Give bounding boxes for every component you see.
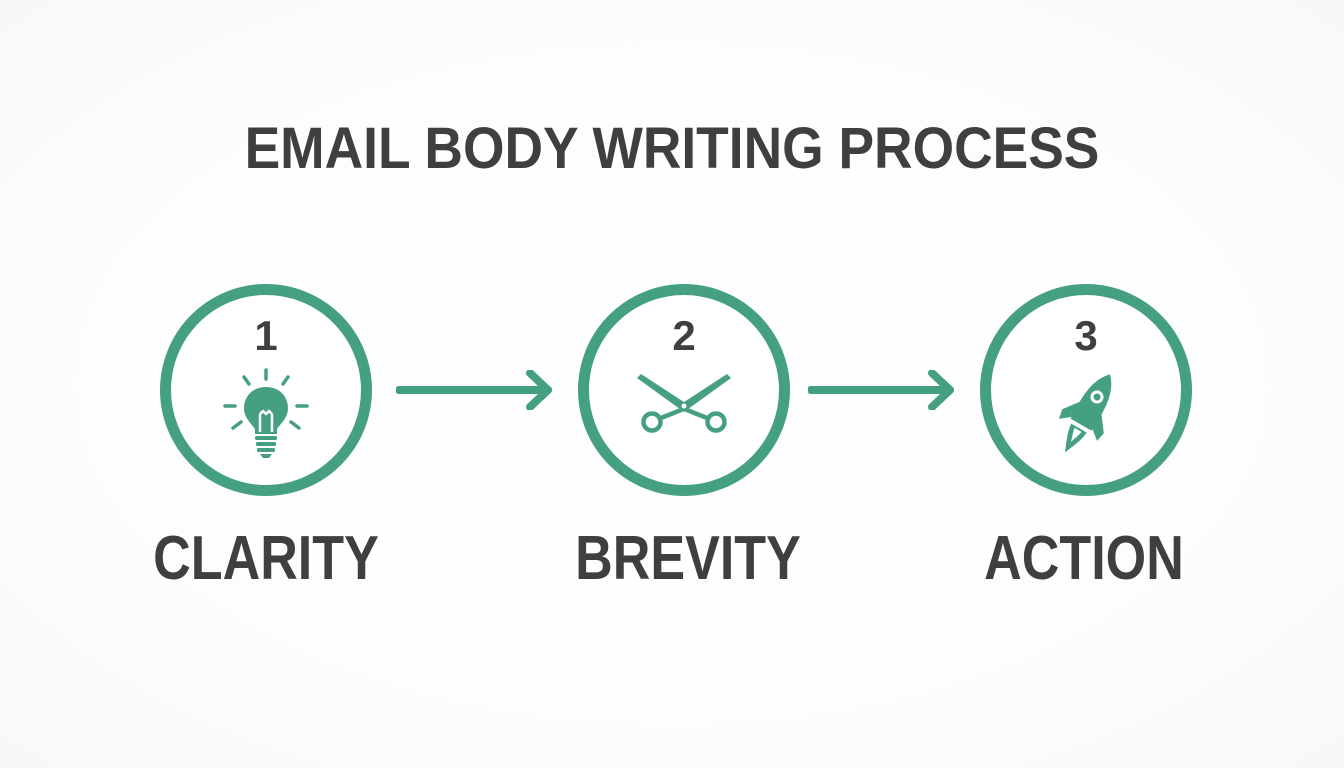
step-circle (578, 284, 790, 496)
scissors-icon (634, 368, 734, 468)
step-number: 1 (254, 312, 278, 359)
step-label-brevity: BREVITY (575, 524, 801, 593)
diagram-title: EMAIL BODY WRITING PROCESS (244, 116, 1100, 181)
arrow-right-icon (808, 370, 954, 410)
step-brevity: 2 (578, 284, 790, 496)
step-label-clarity: CLARITY (153, 524, 379, 593)
arrow-right-icon (396, 370, 552, 410)
step-clarity: 1 (160, 284, 372, 496)
step-label-action: ACTION (984, 524, 1184, 593)
step-action: 3 (980, 284, 1192, 496)
lightbulb-icon (216, 368, 316, 468)
step-number: 3 (1074, 312, 1098, 359)
rocket-icon (1036, 368, 1136, 468)
step-number: 2 (672, 312, 696, 359)
step-circle (980, 284, 1192, 496)
